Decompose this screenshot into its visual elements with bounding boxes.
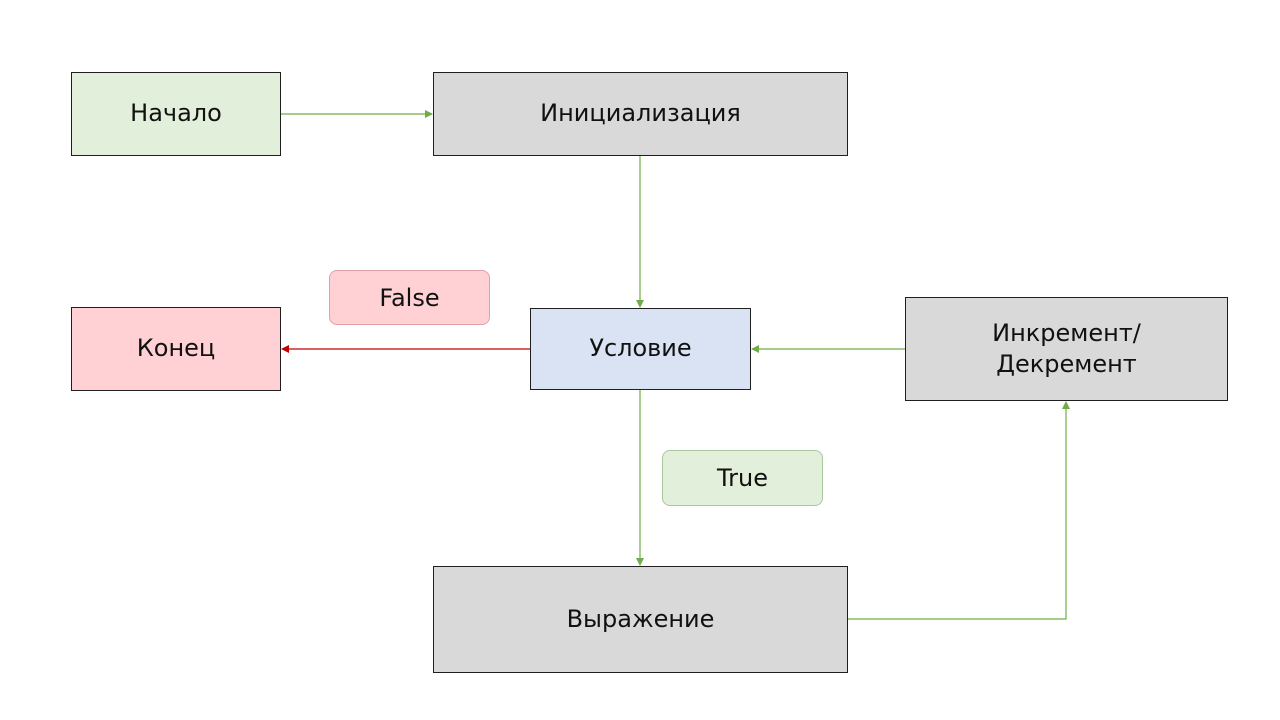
node-start: Начало	[71, 72, 281, 156]
node-end: Конец	[71, 307, 281, 391]
node-increment-decrement: Инкремент/ Декремент	[905, 297, 1228, 401]
node-initialization: Инициализация	[433, 72, 848, 156]
node-condition: Условие	[530, 308, 751, 390]
false-branch-label: False	[329, 270, 490, 325]
edge-expression-to-increment	[848, 401, 1070, 620]
node-expression: Выражение	[433, 566, 848, 673]
true-branch-label: True	[662, 450, 823, 506]
